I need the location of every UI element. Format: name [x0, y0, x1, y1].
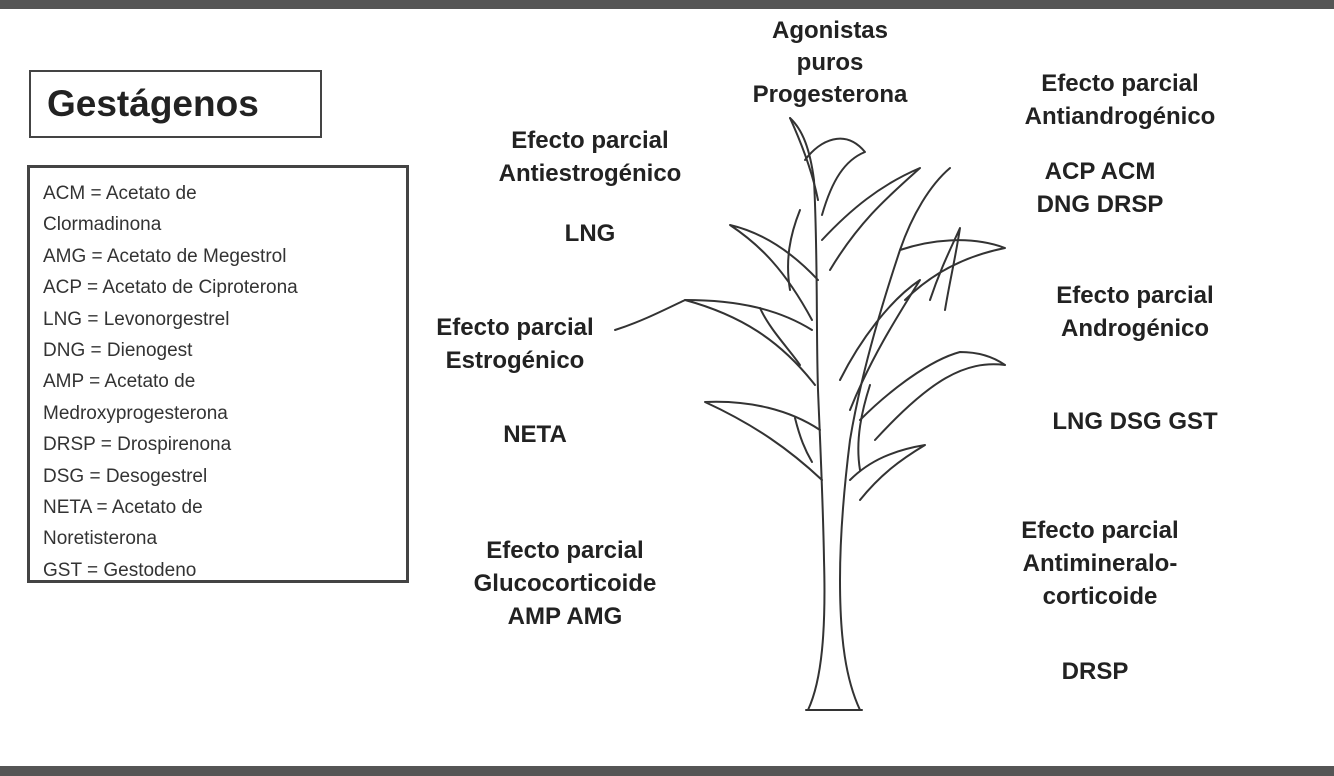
legend-item: ACP = Acetato de Ciproterona	[43, 277, 298, 299]
tree-branch	[929, 227, 961, 311]
tree-branch	[859, 351, 1006, 441]
tree-branch	[899, 239, 1006, 301]
legend-item: ACM = Acetato de Clormadinona	[43, 183, 197, 236]
label-androgenico-drugs-text: LNG DSG GST	[1052, 408, 1218, 435]
legend-item: AMP = Acetato de Medroxyprogesterona	[43, 371, 228, 424]
legend-item: DSG = Desogestrel	[43, 465, 208, 487]
tree-branch	[789, 117, 819, 201]
tree-branch	[857, 384, 871, 471]
tree-trunk	[839, 167, 951, 711]
legend-item: DNG = Dienogest	[43, 340, 193, 362]
top-rule	[0, 0, 1334, 9]
tree-branch	[839, 279, 921, 411]
tree-branch	[794, 417, 813, 463]
label-estrogenico-drugs-text: NETA	[503, 421, 567, 448]
legend-item: GST = Gestodeno	[43, 559, 197, 581]
bottom-rule	[0, 766, 1334, 776]
tree-branch	[804, 137, 866, 216]
legend-item: LNG = Levonorgestrel	[43, 308, 230, 330]
legend-item: NETA = Acetato de Noretisterona	[43, 497, 203, 550]
label-estrogenico-drugs: NETA	[470, 418, 600, 451]
legend-item: DRSP = Drospirenona	[43, 434, 232, 456]
label-antimineralo-drugs-text: DRSP	[1061, 658, 1129, 685]
tree-branch	[821, 167, 921, 271]
legend-item: AMG = Acetato de Megestrol	[43, 245, 287, 267]
tree-branch	[684, 299, 816, 386]
label-antiestrogenico-drugs: LNG	[525, 217, 655, 250]
label-antimineralo-drugs: DRSP	[1035, 655, 1155, 688]
label-androgenico-drugs: LNG DSG GST	[1020, 405, 1250, 438]
tree-branch	[849, 444, 926, 501]
diagram-title: Gestágenos	[29, 70, 322, 138]
tree-branch	[704, 400, 823, 481]
tree-branch	[614, 299, 686, 331]
tree-trunk	[789, 117, 826, 711]
label-antiestrogenico-drugs-text: LNG	[564, 220, 616, 247]
tree-branch	[759, 307, 801, 366]
tree-branch	[787, 209, 801, 291]
